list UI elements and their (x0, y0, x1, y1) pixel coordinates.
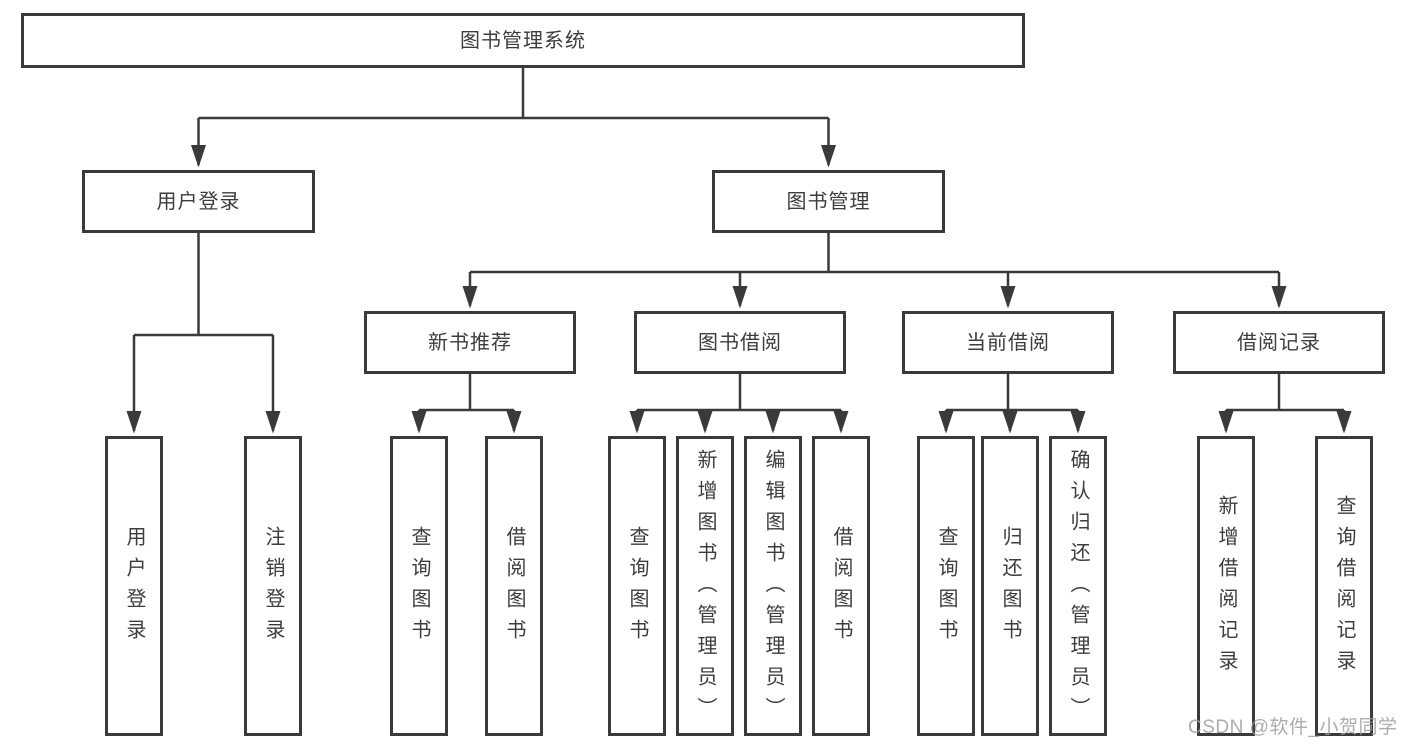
leaf-add-borrow-record: 新增借阅记录 (1197, 436, 1255, 736)
leaf-query-books-recommend: 查询图书 (390, 436, 448, 736)
csdn-watermark: CSDN @软件_小贺同学 (1188, 717, 1398, 738)
node-user-login-module: 用户登录 (82, 170, 315, 233)
leaf-confirm-return-admin: 确认归还（管理员） (1049, 436, 1107, 736)
node-current-borrowing: 当前借阅 (902, 311, 1114, 374)
node-new-book-recommendation: 新书推荐 (364, 311, 576, 374)
node-book-borrowing: 图书借阅 (634, 311, 846, 374)
node-borrowing-records: 借阅记录 (1173, 311, 1385, 374)
leaf-query-borrow-record: 查询借阅记录 (1315, 436, 1373, 736)
leaf-edit-books-admin: 编辑图书（管理员） (744, 436, 802, 736)
leaf-add-books-admin: 新增图书（管理员） (676, 436, 734, 736)
node-book-management-module: 图书管理 (712, 170, 945, 233)
leaf-query-books-borrow: 查询图书 (608, 436, 666, 736)
leaf-return-books: 归还图书 (981, 436, 1039, 736)
leaf-logout: 注销登录 (244, 436, 302, 736)
leaf-borrow-books-recommend: 借阅图书 (485, 436, 543, 736)
node-library-system: 图书管理系统 (21, 13, 1025, 68)
leaf-borrow-books: 借阅图书 (812, 436, 870, 736)
leaf-query-books-current: 查询图书 (917, 436, 975, 736)
branch-lines (134, 68, 1344, 412)
leaf-user-login: 用户登录 (105, 436, 163, 736)
